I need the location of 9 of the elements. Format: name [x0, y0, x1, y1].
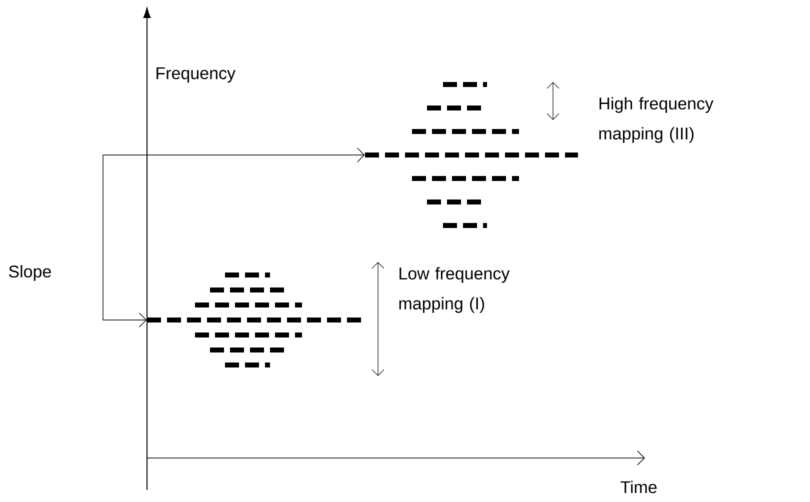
- axis-label: Frequency: [156, 67, 236, 83]
- axis-label: Time: [620, 480, 657, 494]
- mapping-label: High frequency mapping (III): [599, 97, 714, 143]
- dash-pattern-drawing: [147, 272, 361, 368]
- arrow: [102, 148, 365, 238]
- mapping-label: Low frequency mapping (I): [399, 267, 510, 313]
- axis-label: Slope: [8, 265, 51, 281]
- arrow: [102, 237, 147, 328]
- dash-pattern-drawing: [365, 82, 578, 228]
